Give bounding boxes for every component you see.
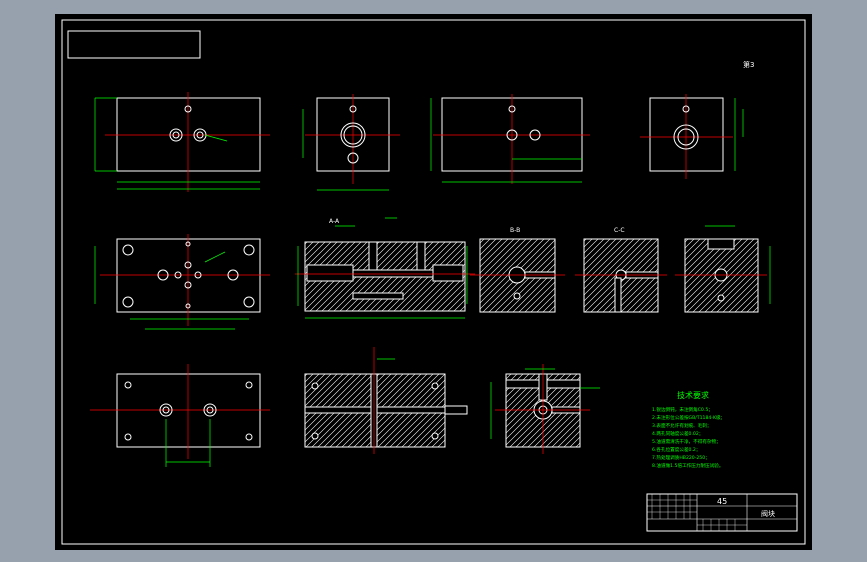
section-c-view: C-C (575, 227, 667, 313)
material-text: 45 (717, 497, 727, 506)
section-c-label: C-C (614, 227, 625, 234)
top-view-4 (640, 94, 744, 179)
tech-req-line-7: 7.热处理调质HB220-250； (652, 454, 710, 461)
section-a-view: A-A (295, 217, 475, 319)
section-a-label: A-A (329, 218, 340, 225)
tech-req-line-8: 8.油道做1.5倍工作压力耐压试验。 (652, 462, 723, 469)
technical-requirements: 技术要求 1.锐边倒钝，未注倒角C0.5； 2.未注形位公差按GB/T1184-… (652, 390, 725, 469)
top-view-3 (430, 94, 590, 184)
cad-drawing: 第3 (61, 19, 806, 545)
hatched-section-view (304, 347, 468, 454)
tech-req-line-1: 1.锐边倒钝，未注倒角C0.5； (652, 406, 713, 413)
tech-req-line-6: 6.各孔位置度公差0.2； (652, 446, 700, 453)
tech-req-line-5: 5.油道需清洗干净，不得有杂物； (652, 438, 721, 445)
drawing-border (61, 19, 806, 545)
detail-section-view (490, 364, 600, 454)
side-section-view (675, 225, 771, 313)
drawing-sheet: 第3 (55, 14, 812, 550)
title-block: 45 阀块 (646, 493, 798, 532)
bottom-plate-view (90, 364, 270, 467)
part-name-text: 阀块 (761, 509, 775, 518)
top-view-main (94, 92, 270, 192)
tech-req-line-2: 2.未注形位公差按GB/T1184-K级； (652, 414, 725, 421)
top-view-2 (302, 94, 400, 191)
tech-req-heading: 技术要求 (677, 390, 709, 400)
section-b-view: B-B (466, 227, 565, 313)
corner-mark: 第3 (743, 60, 754, 69)
tech-req-line-4: 4.两孔同轴度公差0.02； (652, 430, 703, 437)
plate-view (94, 234, 270, 330)
tech-req-line-3: 3.表面不允许有划痕、毛刺； (652, 422, 712, 429)
section-b-label: B-B (510, 227, 520, 234)
code-box (67, 30, 201, 59)
